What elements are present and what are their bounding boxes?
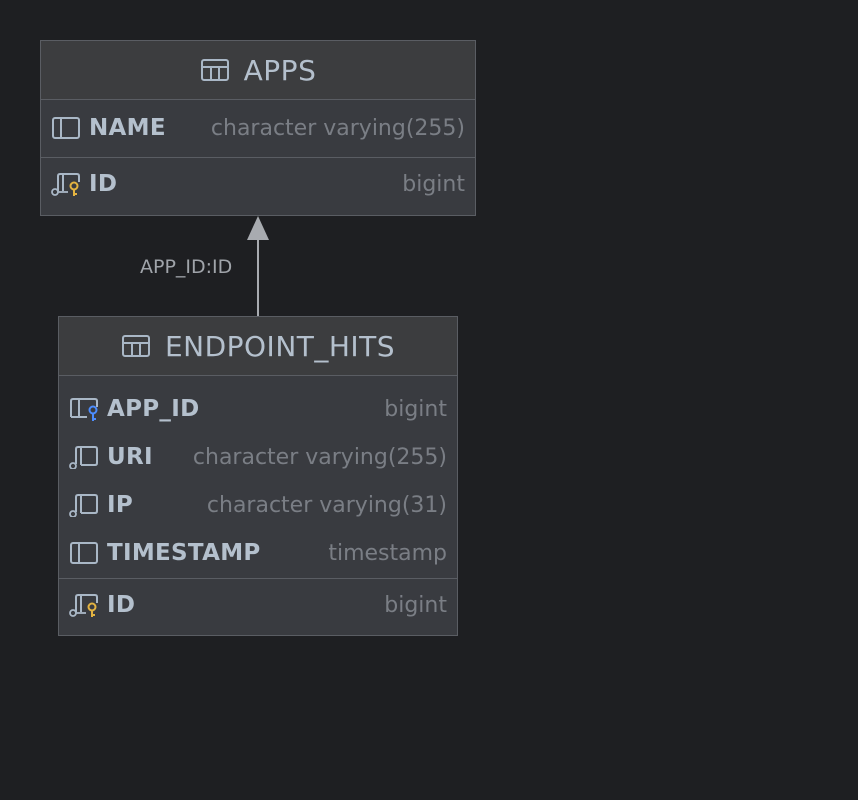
column-type: character varying(255) xyxy=(210,115,465,141)
column-name: IP xyxy=(107,492,134,518)
primary-key-column-icon xyxy=(69,594,98,617)
column-row[interactable]: IP character varying(31) xyxy=(59,481,457,529)
table-title: ENDPOINT_HITS xyxy=(164,329,396,363)
table-header: APPS xyxy=(41,41,475,100)
columns-section: NAME character varying(255) xyxy=(41,100,475,157)
column-name: ID xyxy=(107,592,136,618)
table-icon xyxy=(121,335,150,357)
column-type: bigint xyxy=(402,171,465,197)
column-name: APP_ID xyxy=(107,396,200,422)
column-row[interactable]: APP_ID bigint xyxy=(59,385,457,433)
table-title: APPS xyxy=(243,53,317,87)
foreign-key-column-icon xyxy=(70,398,98,421)
column-row[interactable]: URI character varying(255) xyxy=(59,433,457,481)
relation-label: APP_ID:ID xyxy=(140,256,233,278)
column-row[interactable]: TIMESTAMP timestamp xyxy=(59,529,457,577)
column-type: bigint xyxy=(384,592,447,618)
keys-section: ID bigint xyxy=(41,157,475,215)
column-row[interactable]: ID bigint xyxy=(41,160,475,208)
column-icon xyxy=(70,542,98,564)
column-type: character varying(31) xyxy=(206,492,447,518)
column-name: ID xyxy=(89,171,118,197)
column-type: bigint xyxy=(384,396,447,422)
column-name: URI xyxy=(107,444,153,470)
column-row[interactable]: NAME character varying(255) xyxy=(41,104,475,152)
column-name: NAME xyxy=(89,115,166,141)
column-type: character varying(255) xyxy=(192,444,447,470)
columns-section: APP_ID bigint URI character varying(255) xyxy=(59,376,457,578)
primary-key-column-icon xyxy=(51,173,80,196)
keys-section: ID bigint xyxy=(59,578,457,635)
table-header: ENDPOINT_HITS xyxy=(59,317,457,376)
column-row[interactable]: ID bigint xyxy=(59,581,457,629)
column-name: TIMESTAMP xyxy=(107,540,261,566)
nullable-column-icon xyxy=(69,494,98,517)
arrow-head xyxy=(247,216,269,240)
nullable-column-icon xyxy=(69,446,98,469)
table-apps[interactable]: APPS NAME character varying(255) xyxy=(40,40,476,216)
table-endpoint-hits[interactable]: ENDPOINT_HITS APP_ID bigint xyxy=(58,316,458,636)
column-type: timestamp xyxy=(328,540,447,566)
table-icon xyxy=(200,59,229,81)
column-icon xyxy=(52,117,80,139)
